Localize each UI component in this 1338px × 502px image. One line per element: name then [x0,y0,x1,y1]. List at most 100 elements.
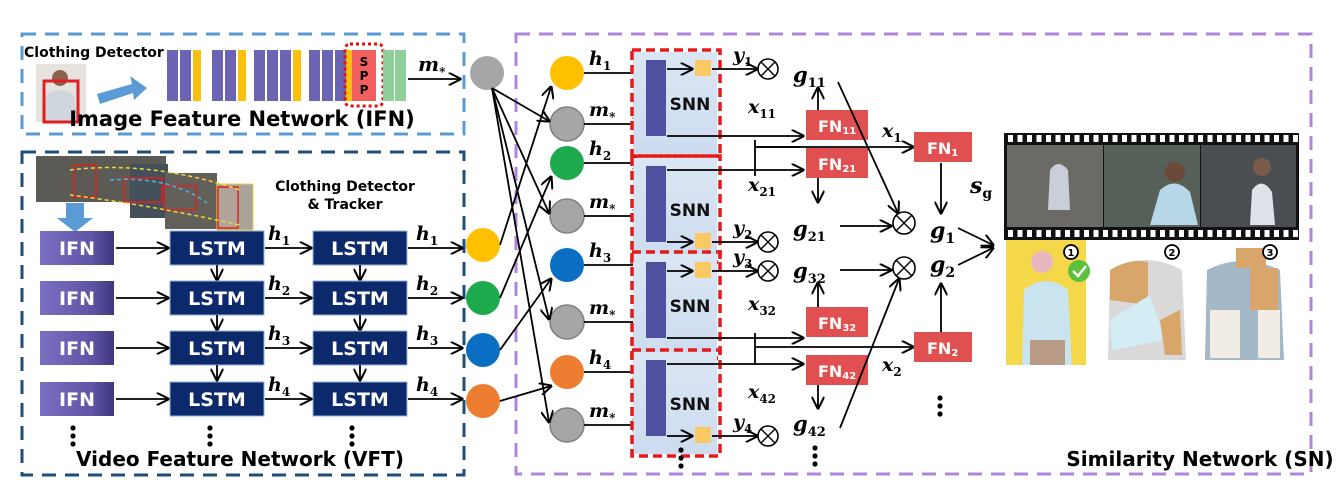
perforation [1017,135,1023,142]
conv-layer-stack [167,50,354,101]
perforation [1255,230,1260,237]
snn-input-label: m* [589,297,616,322]
fn-block-label: FN32 [818,314,856,334]
multiply-icon [757,425,779,447]
ellipsis-dot [812,445,818,451]
lstm-block [312,381,408,417]
score-arrow [957,227,993,245]
pool-layer [238,50,246,101]
m-star-broadcast-arrow [491,87,549,422]
score-arrow [957,248,993,266]
h-node [466,281,500,315]
perforation [1027,135,1032,142]
ifn-section: Clothing Detector S P P Image Feature Ne… [20,32,466,136]
sn-rows: h1m*h2m*h3m*h4m*SNNy1SNNy2SNNy3SNNy4FN11… [549,44,993,469]
h-node [466,228,500,262]
lstm-block-label: LSTM [188,389,246,411]
ellipsis-dot [70,433,76,439]
perforation [1207,135,1213,142]
ellipsis-dot [937,411,943,417]
perforation [1226,135,1232,142]
checkmark-icon [1068,260,1090,282]
clothing-detector-label: Clothing Detector [24,45,164,61]
perforation [1179,230,1184,237]
g-to-combine-arrow [839,279,899,429]
snn-input-label: h2 [589,138,611,163]
perforation [1093,135,1099,142]
vft-border [20,150,466,477]
ellipsis-dot [937,395,943,401]
perforation [1264,230,1270,237]
video-film-strip [1004,133,1299,240]
perforation [1017,230,1023,237]
fc-layer [395,50,406,101]
lstm-block [169,330,265,366]
x-label: x11 [747,96,776,121]
snn-label: SNN [670,395,711,415]
m-star-node [470,56,504,90]
perforation [1169,230,1175,237]
multiply-icon [757,231,779,253]
fn-final-block [914,132,972,162]
y-label: y4 [732,411,752,436]
perforation [1245,135,1251,142]
hidden-state-label: h1 [268,223,290,248]
lstm-block [312,230,408,266]
lstm-block-label: LSTM [331,338,389,360]
fn-final-label: FN1 [927,139,958,159]
ifn-block [40,231,114,265]
detection-box [42,79,80,124]
m-star-node [549,106,585,142]
perforation [1217,135,1222,142]
hidden-state-label: h4 [416,374,438,399]
vft-title: Video Feature Network (VFT) [76,447,404,471]
perforation [1112,135,1118,142]
ellipsis-dot [207,441,213,447]
perforation [1103,230,1108,237]
connection-lines [491,87,551,422]
perforation [1027,230,1032,237]
m-star-broadcast-arrow [491,87,549,213]
perforation [1055,230,1061,237]
fn-block-label: FN42 [818,362,856,382]
perforation [1179,135,1184,142]
similarity-output [695,60,711,76]
similarity-output [695,233,711,249]
snn-dense-layer [646,262,666,338]
ellipsis-dot [678,447,684,453]
conv-layer [180,50,191,101]
perforation [1245,230,1251,237]
spp-letter: P [360,83,369,97]
m-star-node [549,407,585,443]
h-route-arrow [499,177,551,299]
lstm-block [312,280,408,316]
m-star-node [549,304,585,340]
perforation [1046,230,1051,237]
detector-arrow-icon [97,76,147,104]
snn-highlight-border [630,348,722,458]
h-node [550,355,584,389]
g-label: g42 [793,411,826,440]
perforation [1198,230,1203,237]
conv-layer [167,50,178,101]
snn-input-label: m* [589,191,616,216]
multiply-icon [892,211,916,235]
film-perforations [1008,135,1298,237]
h-node [466,384,500,418]
lstm-block-label: LSTM [188,338,246,360]
perforation [1084,135,1089,142]
ifn-title: Image Feature Network (IFN) [69,107,415,131]
perforation [1226,230,1232,237]
perforation [1122,135,1127,142]
similarity-score-label: sg [969,173,992,202]
perforation [1008,135,1013,142]
perforation [1264,135,1270,142]
pool-layer [193,50,201,101]
ellipsis-dot [349,425,355,431]
perforation [1103,135,1108,142]
